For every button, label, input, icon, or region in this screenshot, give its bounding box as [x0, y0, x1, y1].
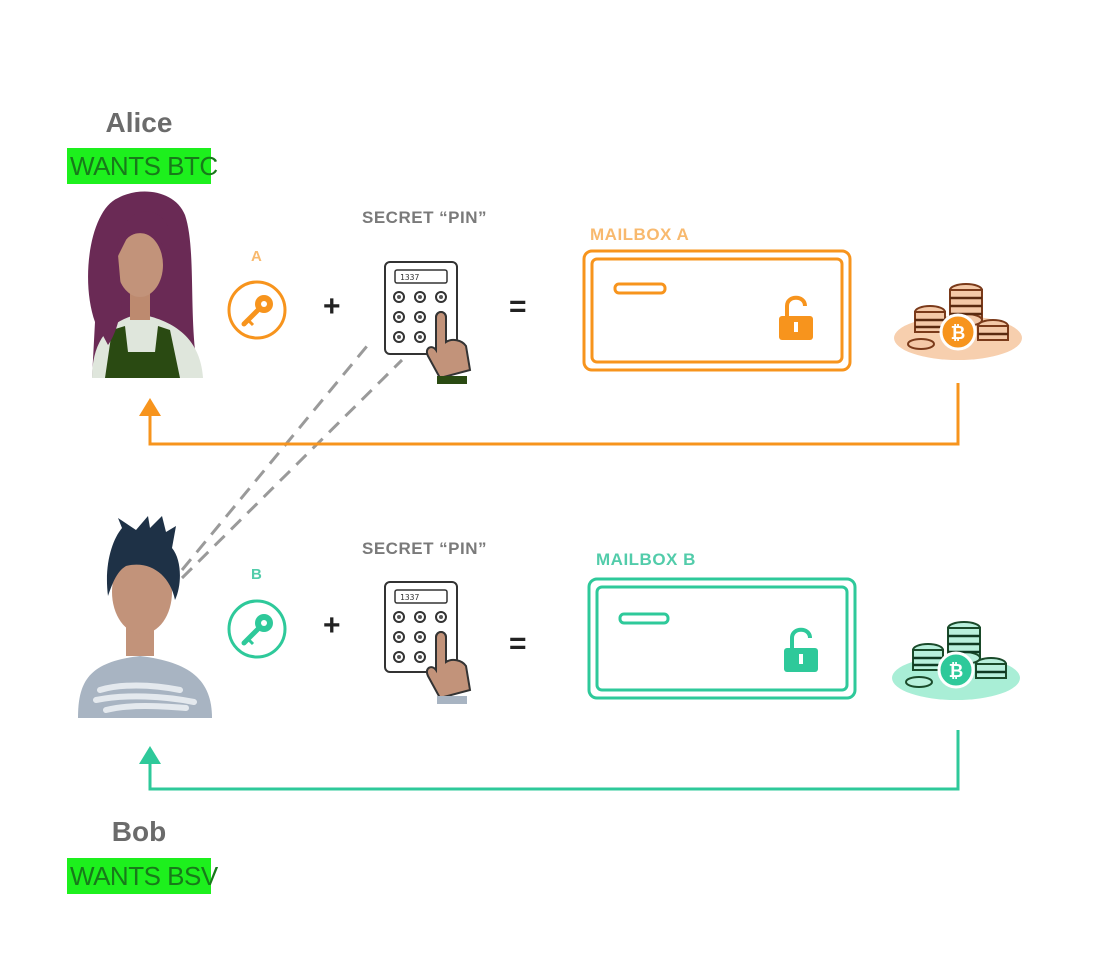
bob-equals-operator: =	[509, 627, 527, 660]
alice-equals-operator: =	[509, 290, 527, 323]
alice-key-icon	[227, 280, 287, 340]
bob-return-arrow	[139, 730, 960, 791]
bob-hand-icon	[426, 631, 472, 704]
mailbox-a-open-lock-icon	[779, 295, 813, 340]
observation-dashed-lines	[180, 339, 404, 580]
bob-wants-badge: WANTS BSV	[67, 858, 218, 894]
bob-keypad-display: 1337	[400, 593, 419, 602]
alice-secret-pin-label: SECRET “PIN”	[362, 208, 488, 227]
bob-keypad-icon	[384, 581, 472, 704]
bob-key-icon	[227, 599, 287, 659]
bsv-coin-stack-icon	[892, 621, 1020, 700]
alice-keypad-icon	[384, 261, 472, 384]
bob-secret-pin-label: SECRET “PIN”	[362, 539, 488, 558]
mailbox-b-open-lock-icon	[784, 627, 818, 672]
alice-wants-badge: WANTS BTC	[67, 148, 218, 184]
bob-plus-operator: +	[323, 609, 341, 642]
bob-avatar	[78, 516, 212, 718]
alice-keypad-display: 1337	[400, 273, 419, 282]
mailbox-b-icon	[587, 577, 857, 700]
alice-hand-icon	[426, 311, 472, 384]
alice-return-arrow	[139, 383, 960, 446]
alice-plus-operator: +	[323, 290, 341, 323]
mailbox-a-icon	[582, 249, 852, 372]
mailbox-b-label: MAILBOX B	[596, 550, 696, 569]
btc-coin-stack-icon	[894, 283, 1022, 360]
mailbox-a-label: MAILBOX A	[590, 225, 690, 244]
bob-key-label: B	[251, 566, 262, 583]
alice-avatar	[88, 191, 203, 378]
alice-name: Alice	[105, 107, 173, 138]
btc-coin-symbol: ₿	[951, 323, 966, 344]
bob-name: Bob	[111, 816, 167, 847]
bsv-coin-symbol: ₿	[949, 661, 964, 682]
alice-key-label: A	[251, 248, 262, 265]
